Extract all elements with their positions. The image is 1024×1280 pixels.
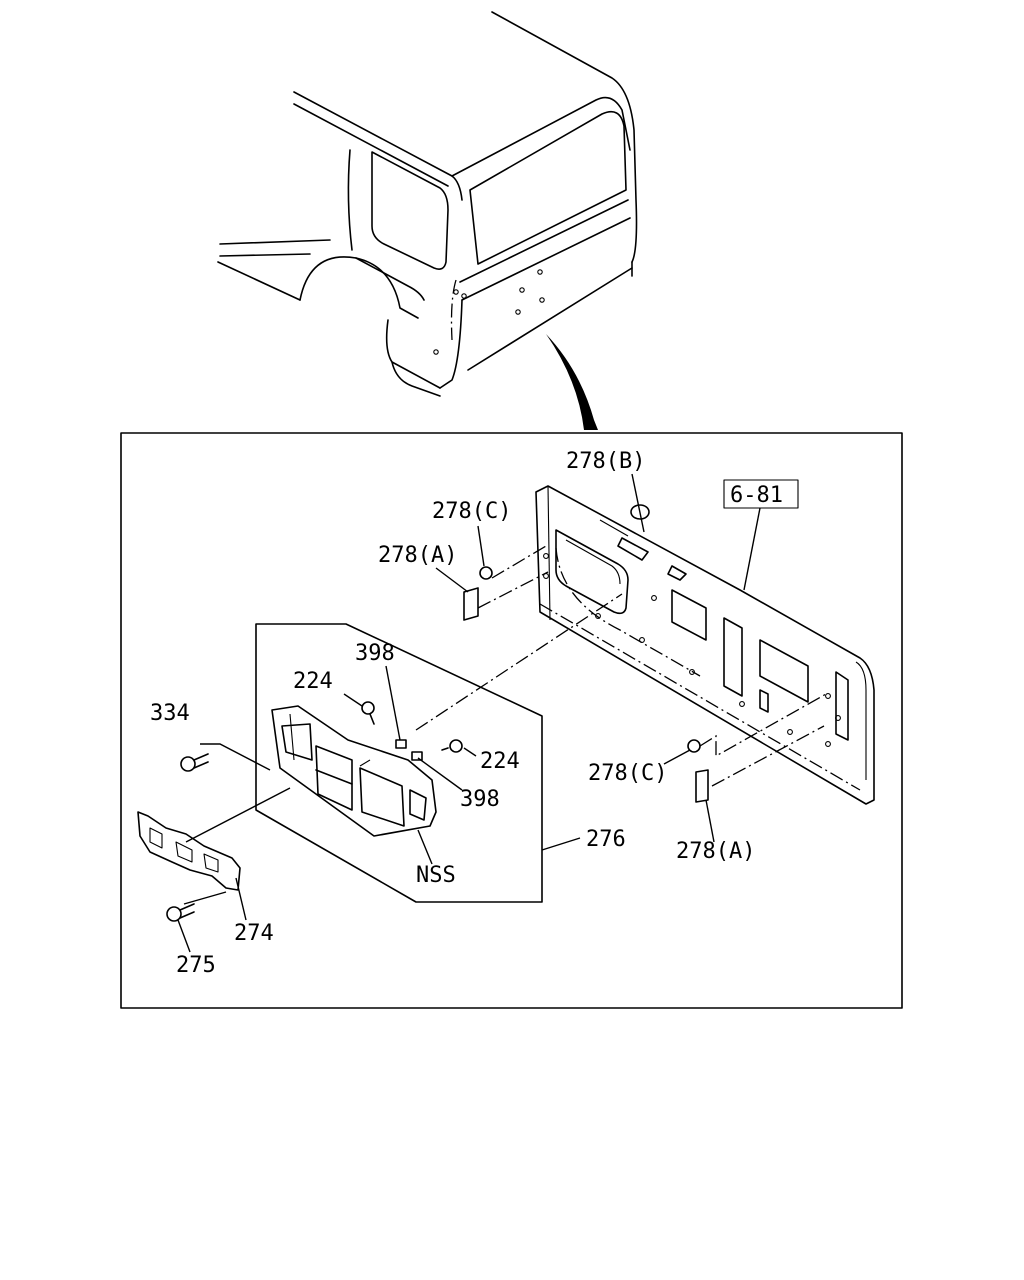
plug-278c-left xyxy=(479,566,493,580)
reference-box xyxy=(723,479,799,509)
callout-275: 275 xyxy=(176,953,216,978)
callout-278c-right: 278(C) xyxy=(588,761,667,786)
vehicle-rear-illustration xyxy=(217,11,638,430)
seal-278a-left xyxy=(463,587,479,621)
callout-278c-left: 278(C) xyxy=(432,499,511,524)
callout-334: 334 xyxy=(150,701,190,726)
callout-278a-right: 278(A) xyxy=(676,839,755,864)
tailgate-inner-panel xyxy=(535,485,875,805)
callout-278a-left: 278(A) xyxy=(378,543,457,568)
ref-6-81-label: 6-81 xyxy=(730,483,783,508)
bolt-275 xyxy=(166,903,195,922)
clip-224-right xyxy=(441,739,463,753)
callout-224-left: 224 xyxy=(293,669,333,694)
leader-lines xyxy=(177,473,827,953)
bracket-274 xyxy=(137,811,241,891)
detail-frame xyxy=(120,432,903,1009)
callout-398-top: 398 xyxy=(355,641,395,666)
callout-276: 276 xyxy=(586,827,626,852)
callout-278b: 278(B) xyxy=(566,449,645,474)
callout-224-right: 224 xyxy=(480,749,520,774)
callout-398-bottom: 398 xyxy=(460,787,500,812)
plug-278b xyxy=(630,504,650,520)
panel-group-outline xyxy=(255,623,543,903)
callout-274: 274 xyxy=(234,921,274,946)
label-nss: NSS xyxy=(416,863,456,888)
bolt-334 xyxy=(180,753,209,772)
clip-398-bottom xyxy=(411,751,423,761)
clip-224-left xyxy=(361,701,375,725)
liner-trim-panel xyxy=(271,705,437,837)
seal-278a-right xyxy=(695,769,709,803)
clip-398-top xyxy=(395,739,407,749)
